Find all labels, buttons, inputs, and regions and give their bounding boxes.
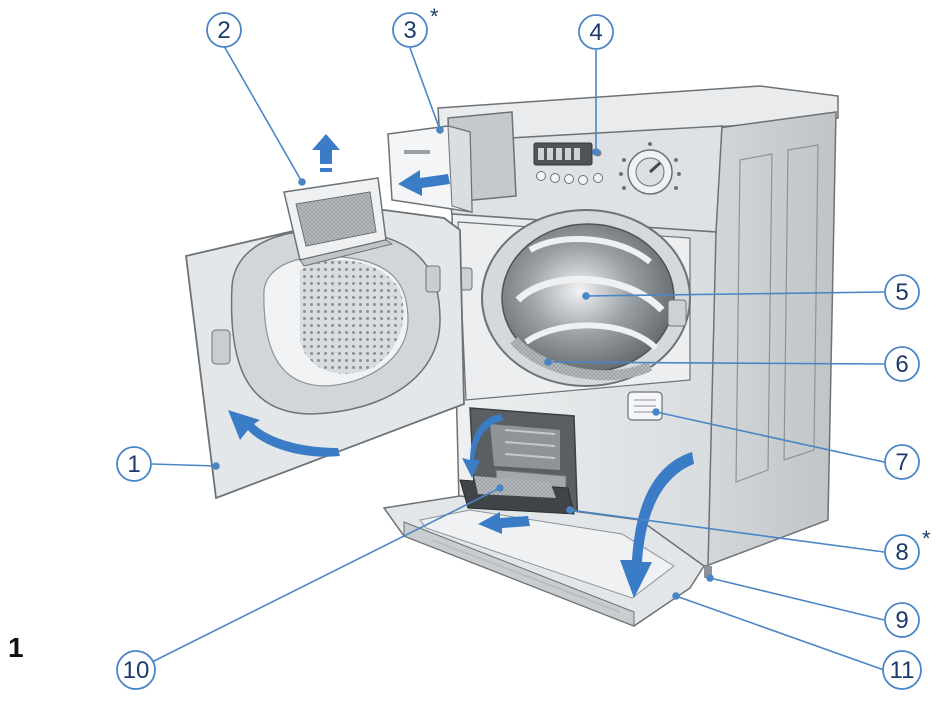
leader-line-10 (135, 487, 501, 671)
callout-2: 2 (206, 12, 242, 48)
callout-11-label: 11 (890, 657, 915, 684)
leader-line-3 (409, 47, 441, 131)
callout-6-label: 6 (895, 351, 908, 378)
door-swing-arrow (228, 410, 340, 457)
loading-door (185, 209, 465, 500)
callout-4-label: 4 (589, 19, 602, 46)
leader-line-11 (675, 595, 885, 671)
lift-arrow-dash (320, 168, 332, 172)
callout-4: 4 (578, 14, 614, 50)
callout-7-label: 7 (895, 449, 908, 476)
callout-8-asterisk: * (922, 526, 931, 551)
motion-arrows (228, 134, 694, 598)
callout-10: 10 (116, 650, 156, 690)
pull-out-arrow (478, 512, 530, 534)
pull-drawer-arrow (398, 170, 450, 196)
callout-5: 5 (884, 274, 920, 310)
callout-3-label: 3 (403, 17, 416, 44)
control-panel (533, 142, 681, 195)
fluff-filter (283, 177, 394, 267)
adjustable-foot (704, 566, 712, 578)
compartment-arrow (462, 414, 504, 478)
leader-line-6 (547, 361, 885, 365)
base-door (382, 476, 706, 627)
callout-7: 7 (884, 444, 920, 480)
callout-11: 11 (882, 650, 922, 690)
leader-line-9 (709, 577, 885, 621)
program-selector-knob (619, 142, 681, 195)
rating-plate (627, 391, 663, 421)
callout-9: 9 (884, 602, 920, 638)
callout-3: 3 * (392, 4, 439, 48)
leader-line-8 (569, 509, 885, 553)
figure-number: 1 (8, 632, 24, 663)
callout-bubbles: 1 2 3 * 4 5 6 7 8 * (116, 4, 931, 690)
leader-line-5 (585, 291, 885, 297)
callout-8-label: 8 (895, 539, 908, 566)
callout-8: 8 * (884, 526, 931, 570)
callout-1: 1 (116, 446, 152, 482)
callout-10-label: 10 (123, 657, 150, 684)
leader-line-2 (223, 45, 303, 183)
callout-2-label: 2 (217, 17, 230, 44)
callout-6: 6 (884, 346, 920, 382)
heat-exchanger-unit (459, 476, 575, 515)
callout-3-asterisk: * (430, 4, 439, 29)
water-container-drawer (387, 111, 517, 213)
leader-line-7 (655, 411, 885, 463)
leader-line-1 (151, 463, 217, 467)
callouts (135, 45, 885, 671)
drum-opening (455, 209, 691, 401)
callout-1-label: 1 (127, 451, 140, 478)
callout-5-label: 5 (895, 279, 908, 306)
base-door-open-arrow (620, 452, 694, 598)
callout-9-label: 9 (895, 607, 908, 634)
lift-up-arrow (312, 134, 340, 164)
